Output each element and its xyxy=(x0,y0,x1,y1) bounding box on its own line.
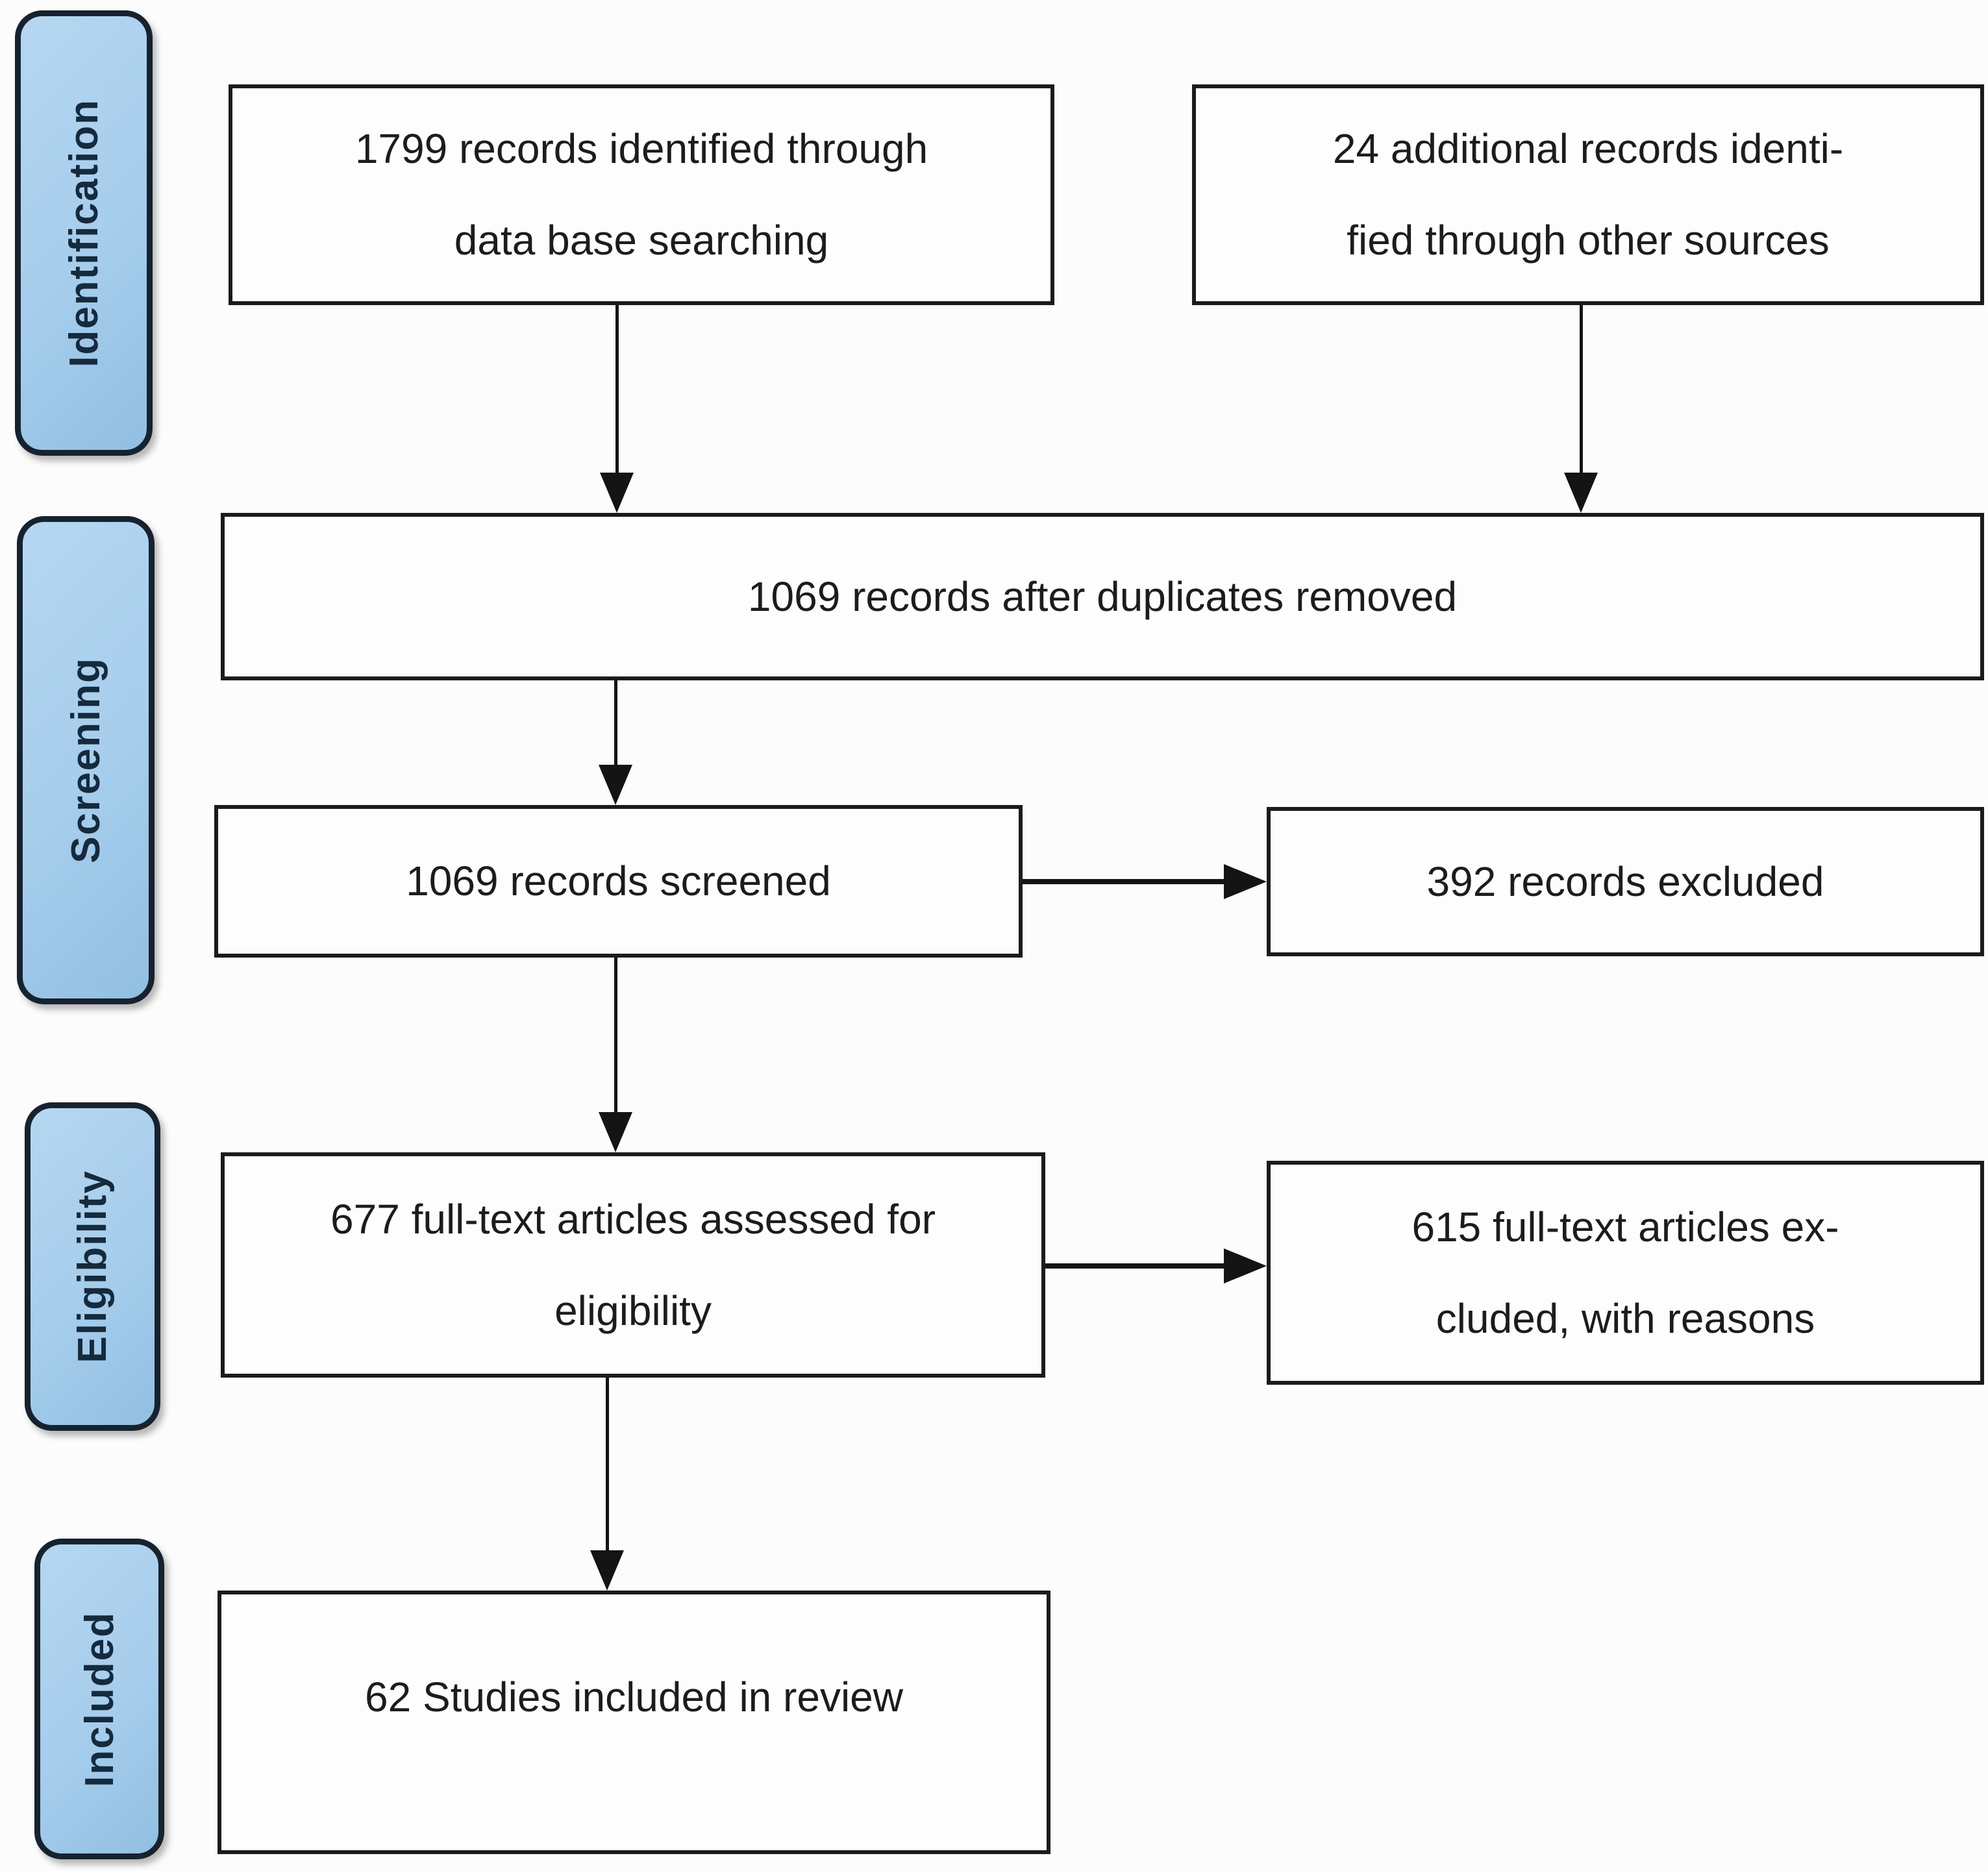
box-text-line: 392 records excluded xyxy=(1426,858,1824,905)
arrowhead-down-icon xyxy=(1564,473,1598,513)
box-text-line: cluded, with reasons xyxy=(1435,1295,1815,1342)
box-text-line: eligibility xyxy=(554,1287,712,1334)
box-studies-included: 62 Studies included in review xyxy=(217,1591,1050,1854)
stage-label-text: Included xyxy=(77,1611,122,1787)
box-records-screened: 1069 records screened xyxy=(214,805,1023,958)
arrow-stem xyxy=(1580,305,1583,475)
box-text-line: 24 additional records identi- xyxy=(1332,125,1844,172)
stage-label-included: Included xyxy=(34,1539,164,1859)
arrow-stem xyxy=(606,1378,609,1552)
box-text-line: 615 full-text articles ex- xyxy=(1411,1203,1839,1250)
arrowhead-down-icon xyxy=(600,473,634,513)
arrowhead-down-icon xyxy=(599,765,632,805)
box-text-line: 62 Studies included in review xyxy=(365,1674,903,1720)
box-fulltext-articles-excluded: 615 full-text articles ex- cluded, with … xyxy=(1267,1161,1984,1385)
box-additional-records-other-sources: 24 additional records identi- fied throu… xyxy=(1192,84,1984,305)
arrowhead-down-icon xyxy=(599,1112,632,1152)
box-text-line: 1799 records identified through xyxy=(354,125,928,172)
stage-label-screening: Screening xyxy=(17,516,155,1004)
box-text-line: 1069 records screened xyxy=(406,858,831,904)
box-text-line: 677 full-text articles assessed for xyxy=(330,1195,936,1243)
arrowhead-right-icon xyxy=(1224,1248,1267,1283)
arrow-stem xyxy=(1023,879,1225,884)
stage-label-eligibility: Eligibility xyxy=(25,1102,160,1431)
stage-label-text: Screening xyxy=(63,657,108,863)
box-text-line: 1069 records after duplicates removed xyxy=(747,573,1458,620)
box-fulltext-articles-assessed: 677 full-text articles assessed for elig… xyxy=(221,1152,1045,1378)
box-records-after-duplicates: 1069 records after duplicates removed xyxy=(221,513,1984,680)
arrow-stem xyxy=(614,680,617,766)
arrow-stem xyxy=(1045,1263,1225,1269)
stage-label-identification: Identification xyxy=(15,10,153,456)
box-text-line: data base searching xyxy=(454,217,829,264)
box-records-excluded: 392 records excluded xyxy=(1267,807,1984,956)
arrow-stem xyxy=(614,958,617,1113)
stage-label-text: Eligibility xyxy=(70,1170,115,1363)
arrow-stem xyxy=(615,305,619,475)
stage-label-text: Identification xyxy=(61,99,106,367)
box-records-identified-database: 1799 records identified through data bas… xyxy=(229,84,1054,305)
box-text-line: fied through other sources xyxy=(1347,217,1830,264)
arrowhead-right-icon xyxy=(1224,864,1267,899)
arrowhead-down-icon xyxy=(590,1550,624,1591)
